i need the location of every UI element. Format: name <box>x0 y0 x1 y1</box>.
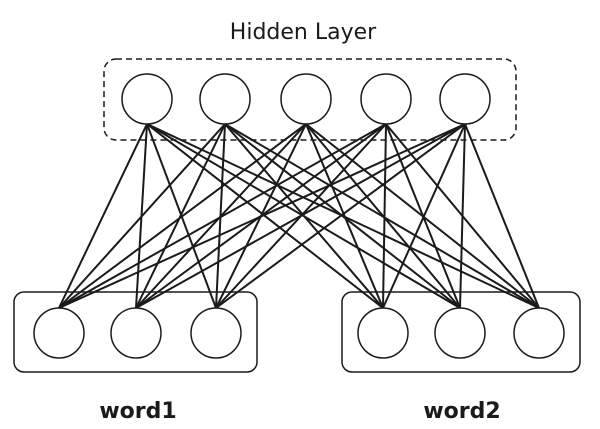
hidden-node-2 <box>199 73 251 125</box>
word1-group-box <box>13 291 258 373</box>
edge-word1-3-hidden-2 <box>215 123 226 309</box>
edge-word1-3-hidden-1 <box>146 123 217 309</box>
edge-word2-3-hidden-2 <box>224 123 540 309</box>
hidden-node-5 <box>439 73 491 125</box>
hidden-layer-title: Hidden Layer <box>230 20 377 45</box>
connection-lines <box>58 123 540 309</box>
edge-word2-2-hidden-1 <box>146 123 461 309</box>
edge-word2-1-hidden-4 <box>382 123 387 309</box>
input-nodes <box>33 307 565 359</box>
edge-word2-3-hidden-5 <box>464 123 540 309</box>
hidden-node-1 <box>121 73 173 125</box>
hidden-node-3 <box>280 73 332 125</box>
word1-node-1 <box>33 307 85 359</box>
edge-word2-3-hidden-3 <box>305 123 540 309</box>
hidden-node-4 <box>360 73 412 125</box>
edge-word1-1-hidden-4 <box>58 123 387 309</box>
edge-word2-3-hidden-1 <box>146 123 540 309</box>
edge-word2-1-hidden-1 <box>146 123 384 309</box>
edge-word2-3-hidden-4 <box>385 123 540 309</box>
word1-node-3 <box>190 307 242 359</box>
hidden-nodes <box>121 73 491 125</box>
word2-node-1 <box>357 307 409 359</box>
word1-node-2 <box>110 307 162 359</box>
word2-label: word2 <box>423 399 500 424</box>
hidden-layer-box <box>103 58 517 141</box>
word2-node-3 <box>513 307 565 359</box>
edge-word1-3-hidden-4 <box>215 123 387 309</box>
word1-label: word1 <box>99 399 176 424</box>
edge-word1-1-hidden-1 <box>58 123 148 309</box>
edge-word1-2-hidden-1 <box>135 123 148 309</box>
edge-word1-3-hidden-5 <box>215 123 466 309</box>
word2-node-2 <box>434 307 486 359</box>
edge-word1-3-hidden-3 <box>215 123 307 309</box>
